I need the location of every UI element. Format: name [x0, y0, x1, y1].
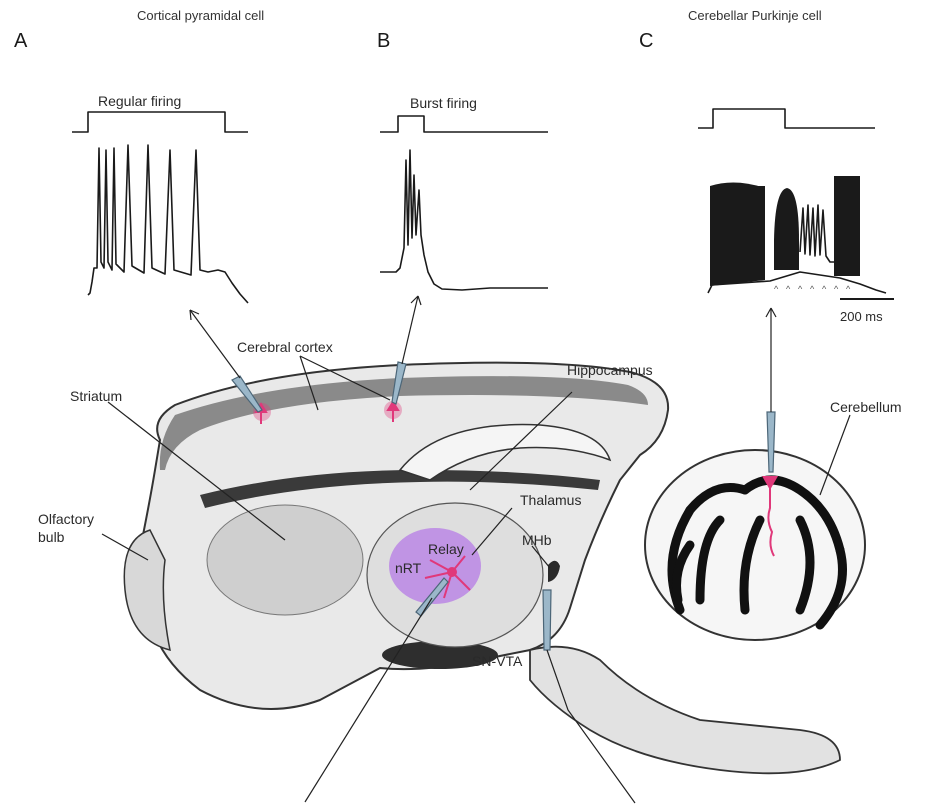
- panel-c-scale-label: 200 ms: [840, 309, 883, 324]
- svg-text:^: ^: [774, 284, 779, 294]
- panel-a-title: Cortical pyramidal cell: [137, 8, 264, 23]
- brainstem: [530, 647, 840, 774]
- electrode-mhb: [543, 590, 551, 650]
- panel-c-stimulus-trace: [698, 109, 875, 128]
- panel-c-spike-block-4: [834, 176, 860, 276]
- label-nrt: nRT: [395, 560, 422, 576]
- panel-c-traces: ^ ^ ^ ^ ^ ^ ^ 200 ms: [698, 109, 894, 324]
- brain-section: [124, 363, 865, 774]
- panel-b-letter: B: [377, 30, 390, 52]
- label-striatum: Striatum: [70, 388, 122, 404]
- panel-a-stimulus-trace: [72, 112, 248, 132]
- svg-text:^: ^: [834, 284, 839, 294]
- label-sn-vta: SN-VTA: [472, 653, 523, 669]
- label-relay: Relay: [428, 541, 464, 557]
- arrow-b: [402, 296, 418, 364]
- panel-c-stimulus-ticks: ^ ^ ^ ^ ^ ^ ^: [774, 284, 851, 294]
- electrode-c: [767, 412, 775, 472]
- panel-c-letter: C: [639, 30, 653, 52]
- panel-a-letter: A: [14, 30, 28, 52]
- panel-c-title: Cerebellar Purkinje cell: [688, 8, 822, 23]
- arrow-a: [190, 310, 240, 378]
- panel-b-traces: Burst firing: [380, 95, 548, 290]
- cortical-neuron-b-glow: [384, 401, 402, 419]
- svg-text:^: ^: [798, 284, 803, 294]
- panel-a-traces: Regular firing: [72, 93, 248, 303]
- panel-c-spike-train-3: [800, 205, 834, 262]
- svg-text:^: ^: [846, 284, 851, 294]
- label-thalamus: Thalamus: [520, 492, 581, 508]
- panel-a-trace-label: Regular firing: [98, 93, 181, 109]
- label-hippocampus: Hippocampus: [567, 362, 653, 378]
- label-cerebral-cortex: Cerebral cortex: [237, 339, 333, 355]
- label-cerebellum: Cerebellum: [830, 399, 902, 415]
- striatum-region: [207, 505, 363, 615]
- panel-b-trace-label: Burst firing: [410, 95, 477, 111]
- label-olfactory-bulb-line2: bulb: [38, 529, 65, 545]
- panel-b-voltage-trace: [380, 150, 548, 290]
- panel-c-spike-block-2: [774, 188, 799, 270]
- panel-b-stimulus-trace: [380, 116, 548, 132]
- label-olfactory-bulb-line1: Olfactory: [38, 511, 94, 527]
- svg-text:^: ^: [786, 284, 791, 294]
- svg-text:^: ^: [810, 284, 815, 294]
- label-mhb: MHb: [522, 532, 552, 548]
- svg-text:^: ^: [822, 284, 827, 294]
- panel-a-voltage-trace: [88, 145, 248, 303]
- panel-c-spike-block-1: [710, 182, 765, 286]
- thalamic-relay-soma: [447, 567, 457, 577]
